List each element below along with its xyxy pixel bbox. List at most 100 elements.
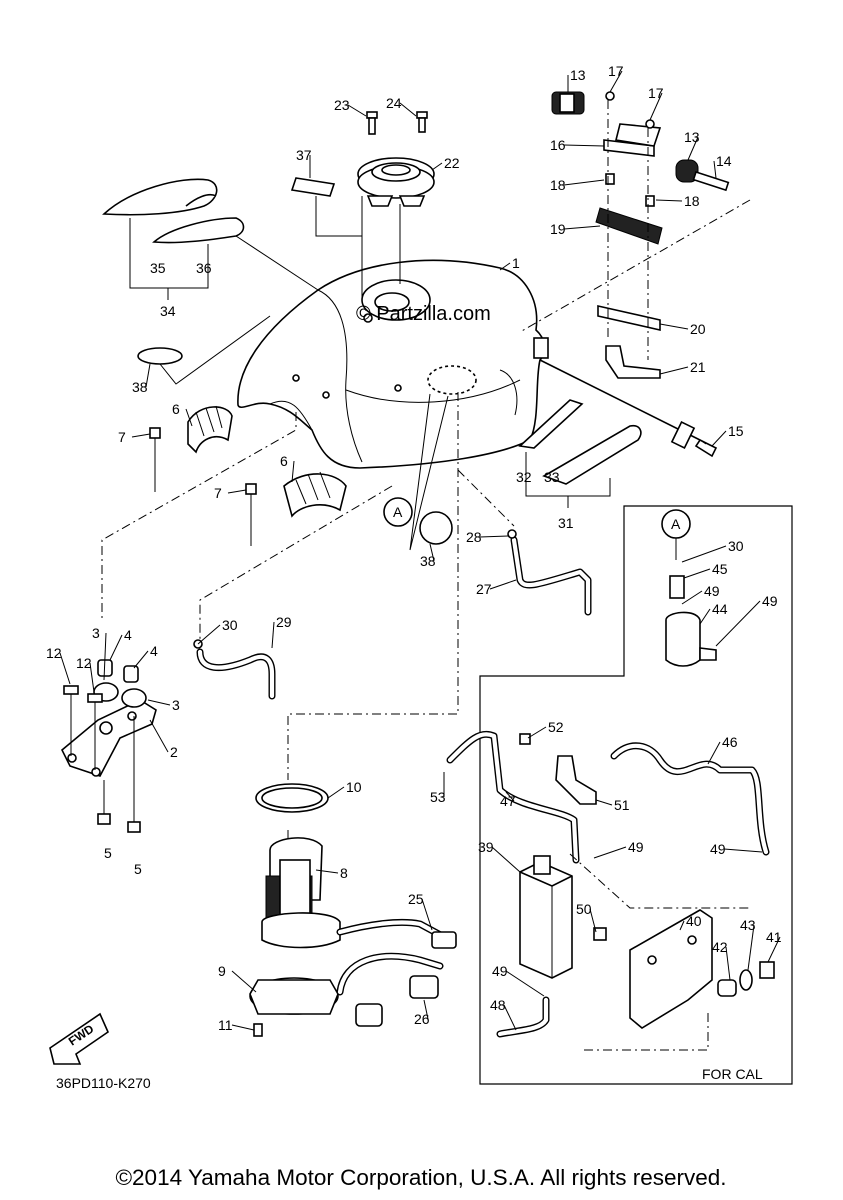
callout-leader — [479, 535, 509, 538]
mount-bracket-assembly — [61, 659, 157, 833]
callout-leader — [595, 799, 613, 806]
side-panels — [518, 399, 642, 508]
callout-label: 17 — [648, 85, 664, 101]
callout-label: 32 — [516, 469, 532, 485]
callout-label: 49 — [492, 963, 508, 979]
callout-label: 48 — [490, 997, 506, 1013]
retaining-pins — [149, 427, 257, 546]
forward-arrow: FWD — [49, 1012, 110, 1065]
callout-label: 7 — [214, 485, 222, 501]
callout-leader — [707, 741, 721, 765]
callout-leader — [713, 160, 717, 179]
callout-leader — [423, 999, 429, 1020]
callout-leader — [291, 460, 295, 483]
callout-label: 43 — [740, 917, 756, 933]
reference-a-label: A — [393, 504, 403, 520]
callout-label: 18 — [550, 177, 566, 193]
callout-leader — [185, 408, 193, 427]
callout-leader — [429, 543, 435, 562]
callout-label: 40 — [686, 913, 702, 929]
callout-leader — [679, 920, 685, 931]
callout-label: 15 — [728, 423, 744, 439]
callout-leader — [659, 366, 689, 375]
callout-leader — [231, 970, 257, 993]
callout-label: 26 — [414, 1011, 430, 1027]
callout-leader — [503, 1004, 517, 1031]
callout-leader — [89, 662, 95, 693]
callout-layer: 1233445566778910111212131314151617171818… — [46, 63, 782, 1033]
callout-label: 5 — [104, 845, 112, 861]
callout-leader — [593, 846, 627, 859]
callout-leader — [563, 225, 601, 230]
callout-leader — [227, 489, 247, 494]
label-strip — [290, 177, 362, 237]
callout-leader — [315, 869, 339, 874]
callout-leader — [563, 179, 605, 186]
callout-label: 24 — [386, 95, 402, 111]
callout-leader — [725, 946, 731, 981]
callout-leader — [103, 632, 107, 681]
callout-label: 1 — [512, 255, 520, 271]
callout-label: 42 — [712, 939, 728, 955]
callout-label: 28 — [466, 529, 482, 545]
callout-leader — [681, 590, 703, 605]
callout-label: 37 — [296, 147, 312, 163]
callout-leader — [527, 726, 547, 739]
callout-leader — [767, 936, 781, 963]
callout-leader — [147, 699, 171, 706]
breather-hose — [507, 529, 592, 616]
callout-label: 35 — [150, 260, 166, 276]
callout-label: 12 — [46, 645, 62, 661]
callout-leader — [649, 92, 663, 121]
callout-label: 25 — [408, 891, 424, 907]
callout-label: 30 — [222, 617, 238, 633]
callout-leader — [723, 848, 763, 853]
callout-leader — [491, 846, 521, 873]
callout-leader — [687, 136, 699, 161]
callout-label: 41 — [766, 929, 782, 945]
callout-label: 14 — [716, 153, 732, 169]
fuel-tank: © Partzilla.com — [237, 259, 549, 469]
for-cal-note: FOR CAL — [702, 1066, 763, 1082]
side-cover-assembly — [102, 178, 319, 300]
callout-label: 5 — [134, 861, 142, 877]
callout-leader — [563, 144, 605, 147]
callout-label: 38 — [420, 553, 436, 569]
callout-label: 17 — [608, 63, 624, 79]
callout-label: 47 — [500, 793, 516, 809]
callout-label: 4 — [124, 627, 132, 643]
callout-label: 23 — [334, 97, 350, 113]
callout-label: 34 — [160, 303, 176, 319]
callout-leader — [109, 634, 123, 661]
callout-label: 46 — [722, 734, 738, 750]
callout-leader — [197, 624, 221, 645]
callout-leader — [131, 433, 151, 438]
callout-leader — [699, 608, 711, 625]
callout-label: 29 — [276, 614, 292, 630]
callout-label: 6 — [280, 453, 288, 469]
fuel-cap-assembly — [357, 111, 435, 300]
callout-leader — [399, 102, 417, 117]
callout-label: 9 — [218, 963, 226, 979]
evap-components — [446, 575, 775, 1051]
callout-label: 13 — [570, 67, 586, 83]
callout-leader — [715, 600, 761, 647]
callout-label: 52 — [548, 719, 564, 735]
callout-label: 49 — [628, 839, 644, 855]
damper-rubbers — [187, 405, 347, 518]
callout-leader — [505, 970, 545, 997]
callout-leader — [747, 924, 755, 971]
callout-label: 33 — [544, 469, 560, 485]
callout-label: 6 — [172, 401, 180, 417]
bracket-set — [519, 91, 751, 458]
callout-label: 51 — [614, 797, 630, 813]
callout-label: 39 — [478, 839, 494, 855]
callout-leader — [683, 568, 711, 579]
callout-label: 11 — [218, 1017, 233, 1033]
callout-label: 20 — [690, 321, 706, 337]
callout-label: 13 — [684, 129, 700, 145]
callout-leader — [681, 545, 727, 563]
callout-label: 49 — [762, 593, 778, 609]
pad-patches — [137, 315, 453, 551]
drain-hose — [193, 639, 276, 700]
